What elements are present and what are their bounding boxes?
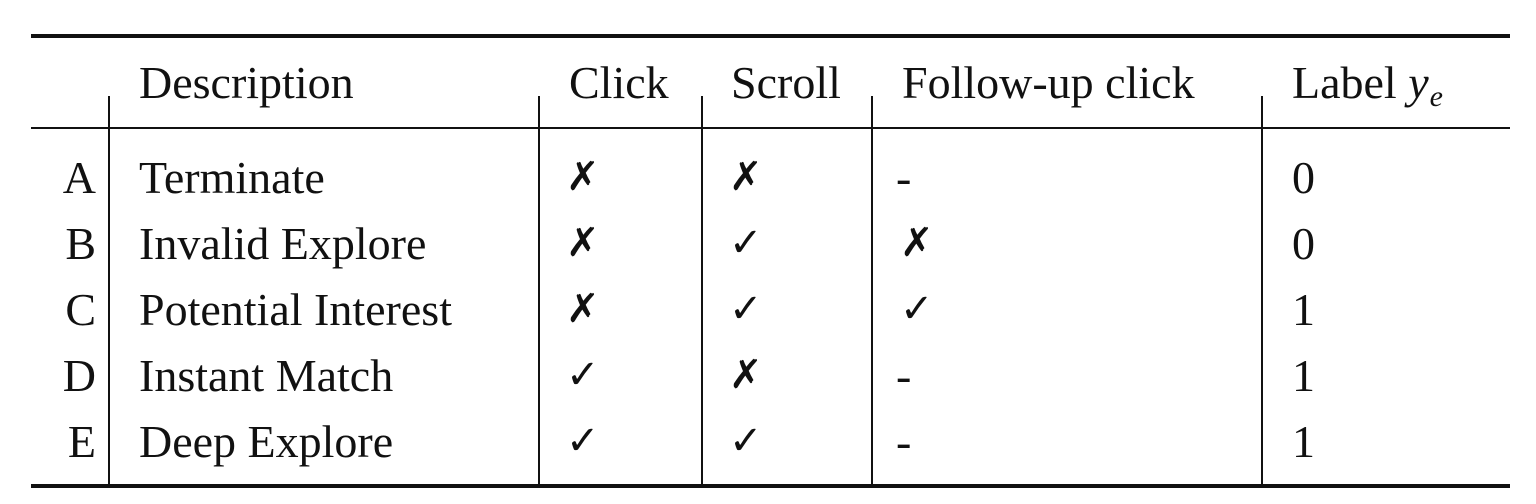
header-separator <box>538 96 540 129</box>
row-description: Terminate <box>139 152 325 203</box>
column-separator <box>701 127 703 484</box>
scroll-mark: ✓ <box>729 286 763 332</box>
click-mark: ✗ <box>566 154 600 200</box>
column-separator <box>871 127 873 484</box>
follow-up-click-mark: ✓ <box>900 286 934 332</box>
header-scroll: Scroll <box>731 57 841 108</box>
header-separator <box>108 96 110 129</box>
header-description: Description <box>139 57 354 108</box>
header-separator <box>871 96 873 129</box>
follow-up-click-mark: - <box>896 350 912 401</box>
row-description: Potential Interest <box>139 284 452 335</box>
row-id: D <box>62 350 96 401</box>
scroll-mark: ✓ <box>729 418 763 464</box>
table-bottom-rule <box>31 484 1510 488</box>
header-label-text: Label <box>1292 57 1397 108</box>
row-description: Instant Match <box>139 350 394 401</box>
table-top-rule <box>31 34 1510 38</box>
scroll-mark: ✗ <box>729 352 763 398</box>
click-mark: ✗ <box>566 286 600 332</box>
header-label: Label ye <box>1292 57 1443 112</box>
column-separator <box>538 127 540 484</box>
row-label: 0 <box>1292 152 1315 203</box>
row-label: 1 <box>1292 284 1315 335</box>
click-mark: ✗ <box>566 220 600 266</box>
scroll-mark: ✗ <box>729 154 763 200</box>
scroll-mark: ✓ <box>729 220 763 266</box>
header-label-subscript: e <box>1429 80 1443 113</box>
header-separator <box>1261 96 1263 129</box>
row-label: 1 <box>1292 350 1315 401</box>
header-click: Click <box>569 57 669 108</box>
row-description: Invalid Explore <box>139 218 427 269</box>
row-id: C <box>65 284 96 335</box>
table-header-rule <box>31 127 1510 129</box>
row-id: A <box>62 152 96 203</box>
click-mark: ✓ <box>566 418 600 464</box>
column-separator <box>108 127 110 484</box>
row-description: Deep Explore <box>139 416 394 467</box>
header-follow-up-click: Follow-up click <box>902 57 1195 108</box>
follow-up-click-mark: - <box>896 152 912 203</box>
follow-up-click-mark: - <box>896 416 912 467</box>
header-label-variable: y <box>1408 57 1429 108</box>
follow-up-click-mark: ✗ <box>900 220 934 266</box>
click-mark: ✓ <box>566 352 600 398</box>
row-id: E <box>67 416 96 467</box>
row-label: 0 <box>1292 218 1315 269</box>
row-id: B <box>65 218 96 269</box>
column-separator <box>1261 127 1263 484</box>
header-separator <box>701 96 703 129</box>
row-label: 1 <box>1292 416 1315 467</box>
